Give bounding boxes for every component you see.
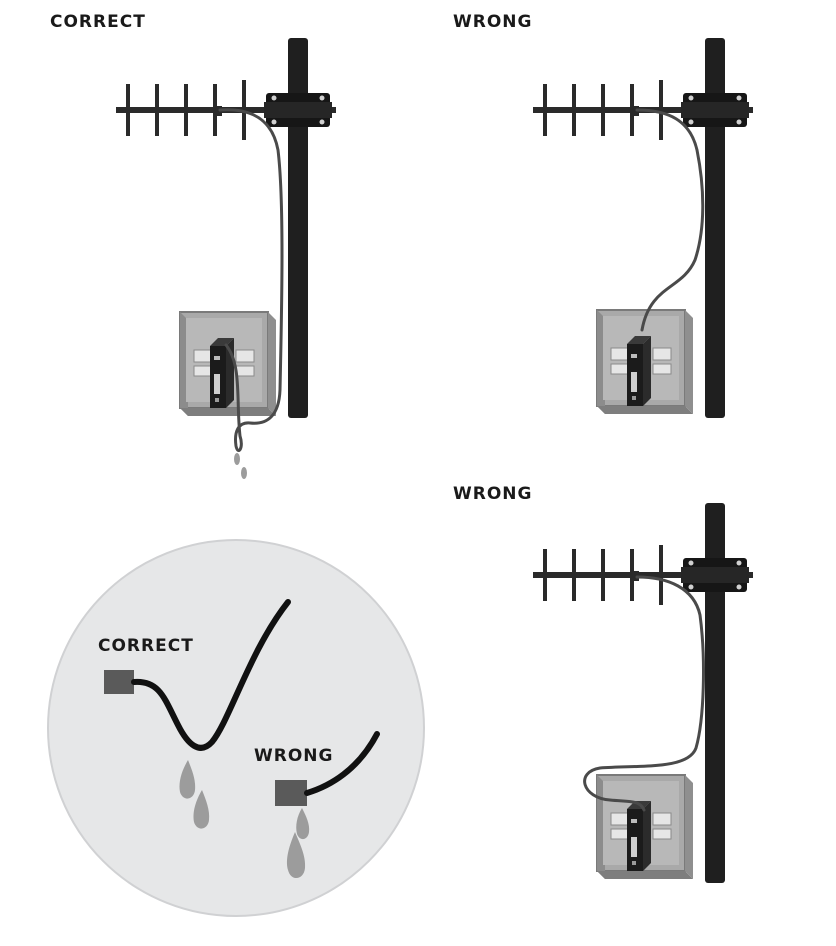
cable-inset-wrong: [304, 731, 380, 796]
water-drip-icon: [296, 808, 310, 840]
wrong-installation-2: [533, 503, 753, 883]
drip-loop-inset: [47, 539, 425, 917]
inset-label-correct: CORRECT: [98, 636, 194, 656]
correct-installation: [116, 38, 336, 479]
water-drip-icon: [179, 760, 196, 799]
cable-correct: [218, 108, 284, 452]
inset-circle: [47, 539, 425, 917]
water-drip-icon: [234, 453, 240, 465]
label-wrong-top: WRONG: [453, 12, 533, 32]
water-drip-icon: [193, 790, 210, 829]
inset-label-wrong: WRONG: [254, 746, 334, 766]
enclosure-correct: [179, 311, 277, 417]
enclosure-wrong-2: [596, 774, 694, 880]
water-drip-icon: [286, 832, 306, 879]
cable-wrong-1: [635, 108, 705, 332]
cable-wrong-2: [583, 575, 705, 812]
cable-inset-correct: [131, 599, 291, 751]
label-correct: CORRECT: [50, 12, 146, 32]
wrong-installation-1: [533, 38, 753, 418]
enclosure-wrong-1: [596, 309, 694, 415]
water-drip-icon: [241, 467, 247, 479]
connector-wrong-icon: [275, 780, 307, 806]
connector-correct-icon: [104, 670, 134, 694]
label-wrong-bottom: WRONG: [453, 484, 533, 504]
